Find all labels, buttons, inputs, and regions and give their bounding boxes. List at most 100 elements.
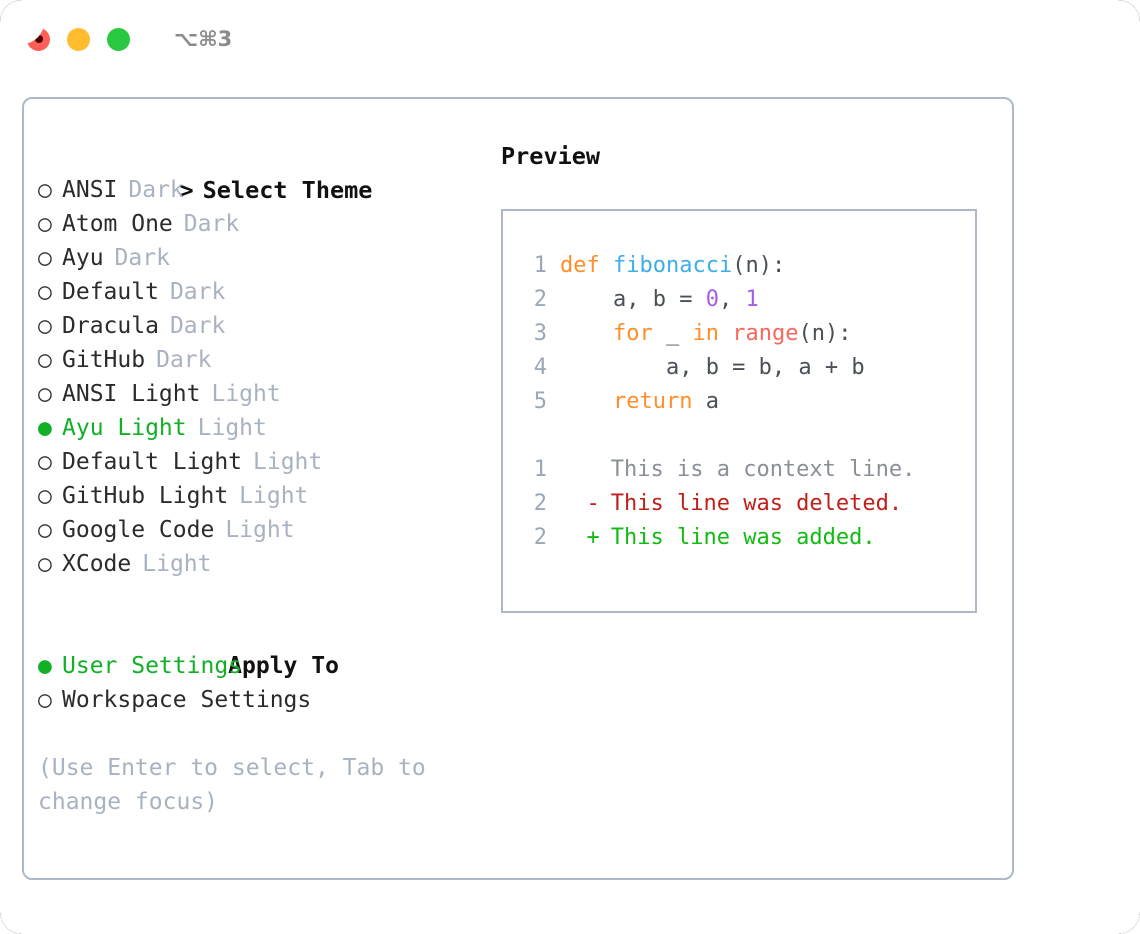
apply-to-option[interactable]: ● User Settings: [38, 649, 488, 683]
theme-name: Default: [62, 279, 159, 305]
theme-list-item[interactable]: ○ GitHub Light Light: [38, 479, 488, 513]
diff-sign-deleted: -: [586, 491, 600, 516]
code-line: 4 a, b = b, a + b: [519, 351, 975, 385]
diff-line-number: 1: [533, 457, 547, 482]
theme-list-header: > Select Theme: [38, 139, 488, 204]
theme-category-badge: Light: [197, 415, 267, 441]
radio-unselected-icon: ○: [38, 483, 52, 509]
apply-to-options-list: ● User Settings ○ Workspace Settings: [38, 649, 488, 717]
code-line-number: 1: [533, 253, 547, 278]
apply-to-option[interactable]: ○ Workspace Settings: [38, 683, 488, 717]
theme-name: Ayu Light: [62, 415, 187, 441]
code-token-build: range: [732, 321, 799, 346]
code-line: 5 return a: [519, 385, 975, 419]
theme-name: ANSI: [62, 177, 118, 203]
theme-list-item[interactable]: ○ Atom One Dark: [38, 207, 488, 241]
code-token-plain: a, b =: [560, 287, 706, 312]
code-line-number: 3: [533, 321, 547, 346]
radio-unselected-icon: ○: [38, 687, 52, 713]
theme-category-badge: Light: [225, 517, 295, 543]
window-titlebar: ⌥⌘3: [0, 0, 1140, 78]
prompt-caret-icon: >: [179, 176, 194, 204]
theme-category-badge: Dark: [169, 279, 226, 305]
corner-shade-bottom-right: [1096, 890, 1140, 934]
code-token-plain: a: [692, 389, 719, 414]
apply-to-label-row: ○Apply To: [38, 615, 488, 679]
theme-name: XCode: [62, 551, 132, 577]
diff-line-number: 2: [533, 525, 547, 550]
code-line: 2 a, b = 0, 1: [519, 283, 975, 317]
code-token-num: 1: [745, 287, 759, 312]
theme-category-badge: Dark: [114, 245, 170, 271]
code-token-punct: (n):: [798, 321, 852, 346]
code-token-plain: ,: [718, 287, 746, 312]
diff-line-text: This is a context line.: [610, 457, 916, 482]
diff-line-text: This line was deleted.: [610, 491, 903, 516]
traffic-light-group: [27, 27, 130, 51]
diff-gutter-pad: [560, 457, 587, 482]
theme-list-item[interactable]: ● Ayu Light Light: [38, 411, 488, 445]
diff-line: 2 - This line was deleted.: [519, 487, 975, 521]
diff-sign-added: +: [586, 525, 600, 550]
diff-gutter-pad: [560, 491, 587, 516]
diff-sign-context: [587, 453, 598, 487]
diff-line-number: 2: [533, 491, 547, 516]
theme-name: Ayu: [62, 245, 104, 271]
radio-selected-icon: ●: [38, 653, 52, 679]
diff-line: 2 + This line was added.: [519, 521, 975, 555]
code-token-kw: def: [560, 253, 613, 278]
code-line-number: 2: [533, 287, 547, 312]
apply-to-option-label: Workspace Settings: [62, 687, 312, 713]
radio-unselected-icon: ○: [38, 211, 52, 237]
diff-sign-space: [598, 525, 611, 550]
theme-category-badge: Light: [239, 483, 309, 509]
code-line-number: 5: [533, 389, 547, 414]
code-token-plain: _: [652, 321, 693, 346]
code-line-number: 4: [533, 355, 547, 380]
minimize-button[interactable]: [67, 27, 90, 51]
radio-unselected-icon: ○: [38, 313, 52, 339]
code-diff-separator: [519, 419, 975, 453]
close-button[interactable]: [27, 27, 50, 51]
diff-sign-space: [598, 491, 611, 516]
theme-category-badge: Dark: [156, 347, 212, 373]
corner-shade-bottom-left: [0, 890, 44, 934]
apply-to-label: Apply To: [228, 653, 339, 679]
theme-name: Default Light: [62, 449, 243, 475]
theme-name: Google Code: [62, 517, 215, 543]
apply-to-option-label: User Settings: [62, 653, 243, 679]
code-token-num: 0: [705, 287, 719, 312]
theme-name: Dracula: [62, 313, 159, 339]
diff-line-text: This line was added.: [610, 525, 876, 550]
theme-category-badge: Light: [142, 551, 212, 577]
diff-sign-space: [598, 457, 611, 482]
diff-sample: 1 This is a context line. 2 - This line w…: [519, 453, 975, 555]
radio-selected-icon: ●: [38, 415, 52, 441]
code-token-plain: a, b = b, a + b: [560, 355, 865, 380]
theme-category-badge: Light: [253, 449, 323, 475]
apply-to-section: ○Apply To ● User Settings ○ Workspace Setti…: [38, 615, 488, 717]
maximize-button[interactable]: [107, 27, 130, 51]
theme-category-badge: Dark: [183, 211, 240, 237]
code-line: 3 for _ in range(n):: [519, 317, 975, 351]
theme-name: Atom One: [62, 211, 173, 237]
theme-name: GitHub Light: [62, 483, 229, 509]
diff-gutter-pad: [560, 525, 587, 550]
theme-list-header-label: Select Theme: [202, 176, 373, 204]
radio-unselected-icon: ○: [38, 177, 52, 203]
